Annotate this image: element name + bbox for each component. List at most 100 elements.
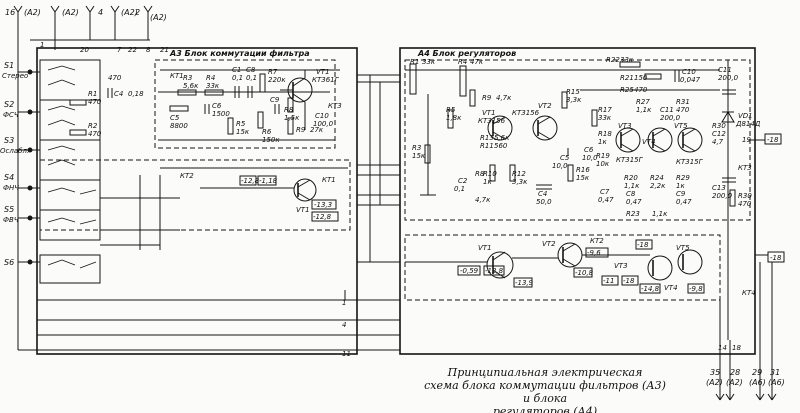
a3-r1-value: 470 <box>88 98 102 106</box>
a3-kt1-label: КТ1 <box>170 72 184 80</box>
a3-switch-dashed-zone <box>39 159 351 231</box>
a3-kt1b-label: КТ1 <box>322 176 336 184</box>
svg-text:4: 4 <box>342 321 346 329</box>
a4-r23-value: 1,1к <box>652 210 668 218</box>
a4-r15-label: R15 <box>566 88 580 96</box>
a3-volt-4-box <box>311 211 339 222</box>
a3-c6-value: 1500 <box>212 110 230 118</box>
a4-r24-value: 2,2к <box>650 182 666 190</box>
a4-r9b-label: 4,7к <box>475 196 491 204</box>
a4-r13-value: 5,6к <box>494 134 510 142</box>
a4-c9-label: C9 <box>676 190 686 198</box>
a4-r11-label: R11 <box>480 142 494 150</box>
switch-s2-caption: ФСЧ <box>3 111 19 119</box>
a3-c5-value: 8800 <box>170 122 188 130</box>
a4-r22-label: R22 <box>606 56 620 64</box>
a3-pin-1: 1 <box>40 41 44 49</box>
caption-line-4: регуляторов (А4) <box>492 405 598 413</box>
a4-r27-value: 1,1к <box>636 106 652 114</box>
bottom-term-3-num: 29 <box>752 368 762 377</box>
a4-r12-value: 3,3к <box>512 178 528 186</box>
a4-vt1-value: КТ3156 <box>478 117 506 125</box>
a4-r5 <box>447 109 454 129</box>
bottom-term-2-block: (А2) <box>726 378 743 387</box>
a3-pin-22: 22 <box>128 46 137 54</box>
top-term-1-num: 16 <box>5 8 15 17</box>
a3-volt-3: -13,3 <box>314 201 332 209</box>
a3-r8-label: R8 <box>284 106 294 114</box>
a4-r12-label: R12 <box>512 170 526 178</box>
a3-vt1-label: VT1 <box>316 68 330 76</box>
a3-pin-7: 7 <box>117 46 122 54</box>
a3-r4-value: 33к <box>206 82 220 90</box>
a3-amplifier: КТ1 R3 5,6к R4 33к C1 0,1 C8 0,1 R7 220к… <box>158 66 342 144</box>
a3-c5-label: C5 <box>170 114 180 122</box>
a3-kt3-label: КТ3 <box>328 102 342 110</box>
a4-vt2-transistor <box>532 115 558 141</box>
interconnect-buses: 1 4 11 <box>18 74 400 358</box>
a4-volt-9: -14,8 <box>641 285 660 293</box>
a4-r4-label: R4 <box>458 58 467 66</box>
a3-r7-value: 220к <box>268 76 286 84</box>
a4-vt1-label: VT1 <box>482 109 496 117</box>
a4-volt-7: -11 <box>603 277 614 285</box>
a3-r7 <box>259 73 266 93</box>
a4-vt3-label: VT3 <box>618 122 632 130</box>
a4-c7-label: C7 <box>600 188 610 196</box>
a4-c4-label: C4 <box>538 190 547 198</box>
a3-volt-2: -1,18 <box>259 177 278 185</box>
switch-s4-body <box>39 179 101 211</box>
a3-r4-label: R4 <box>206 74 215 82</box>
a4-tone-dashed-zone <box>404 59 751 221</box>
a4-pwr-vt4-label: VT4 <box>664 284 678 292</box>
bottom-term-3-block: (А6) <box>749 378 766 387</box>
a4-volt-6-box <box>635 239 653 250</box>
a4-r30-label: R30 <box>738 192 752 200</box>
a4-c6-label: C6 <box>584 146 594 154</box>
a4-r13-label: R13 <box>480 134 494 142</box>
switch-s2-label: S2 <box>4 100 14 109</box>
caption-line-1: Принципиальная электрическая <box>447 366 643 379</box>
a4-c13-label: C13 <box>712 184 726 192</box>
a4-r20-label: R20 <box>624 174 638 182</box>
a4-c9-value: 0,47 <box>676 198 692 206</box>
switch-s5-body <box>39 209 101 241</box>
top-term-2-block: (А2) <box>62 8 79 17</box>
block-a3-frame <box>36 47 358 355</box>
right-mark-2: -18 <box>770 254 782 262</box>
bottom-terminals: 35 (А2) 28 (А2) 29 (А6) 31 (А6) <box>706 368 785 387</box>
a3-switch-column: S1 Стерео S2 ФСЧ S3 Ослабл. S4 ФНЧ S5 ФВ… <box>0 59 144 284</box>
a4-c7-value: 0,47 <box>598 196 614 204</box>
a4-r20-value: 1,1к <box>624 182 640 190</box>
a4-vt4-transistor <box>647 127 673 153</box>
a3-volt-1: -12,8 <box>241 177 260 185</box>
a4-power-dashed-zone <box>404 234 721 301</box>
top-term-3-num: 4 <box>98 8 103 17</box>
a4-c6-value: 10,0 <box>582 154 598 162</box>
right-mark-1-box <box>764 133 782 145</box>
a4-r1-value: 33к <box>422 58 436 66</box>
a3-c4-value: 0,18 <box>128 90 144 98</box>
a4-r10-label: R10 <box>483 170 497 178</box>
switch-s1-caption: Стерео <box>2 72 28 80</box>
a3-r2-label: R2 <box>88 122 98 130</box>
a3-r5-label: R5 <box>236 120 246 128</box>
block-a3-title: А3 Блок коммутации фильтра <box>169 49 310 58</box>
a3-pin-8: 8 <box>146 46 151 54</box>
a3-switch-transistor: КТ2 -12,8 -1,18 VT1 КТ1 -13,3 -12,8 <box>100 167 348 250</box>
a3-c8-value: 0,1 <box>246 74 257 82</box>
a4-r30 <box>729 189 736 207</box>
a4-pwr-kt2-label: КТ2 <box>590 237 604 245</box>
a4-r8-label: R8 <box>475 170 485 178</box>
a4-r17-value: 33к <box>598 114 612 122</box>
a4-c13-value: 200,0 <box>712 192 733 200</box>
a3-volt-3-box <box>311 199 337 210</box>
bottom-term-2-num: 28 <box>730 368 740 377</box>
a4-r17-label: R17 <box>598 106 612 114</box>
a4-c11b-value: 200,0 <box>660 114 681 122</box>
a3-c4-label: C4 <box>114 90 123 98</box>
a4-r1-pot <box>409 63 417 95</box>
switch-s6-label: S6 <box>4 258 14 267</box>
a4-volt-1-box <box>457 265 481 276</box>
